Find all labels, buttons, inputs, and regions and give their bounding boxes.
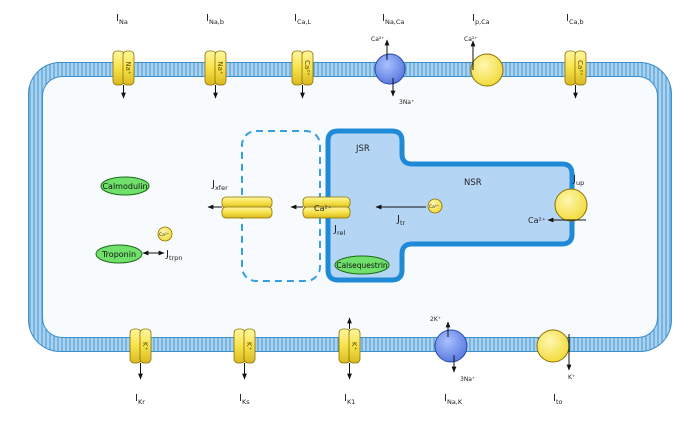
jrel-ca-ion: Ca²⁺ (314, 204, 332, 213)
calmodulin-buffer: Calmodulin (100, 176, 150, 196)
ik1-label: IK1 (344, 393, 355, 406)
ik1-channel[interactable]: K⁺ (338, 317, 361, 380)
jup-label: Jup (572, 174, 584, 187)
sarcoplasmic-reticulum (325, 128, 575, 283)
ipca-label: Ip,Ca (472, 13, 490, 26)
iks-ion-label: K⁺ (245, 342, 253, 351)
nsr-ca-ion-bubble (427, 198, 443, 214)
ito-k-ion: K⁺ (568, 374, 575, 381)
jxfer-channel[interactable] (207, 196, 273, 219)
calsequestrin-label: Calsequestrin (336, 261, 388, 270)
inaca-label: INa,Ca (382, 13, 404, 26)
ipca-ca-ion: Ca²⁺ (464, 36, 477, 43)
inaca-exchanger[interactable] (374, 39, 406, 97)
jup-ca-ion: Ca²⁺ (528, 216, 546, 225)
calmodulin-label: Calmodulin (102, 182, 147, 191)
inak-na-ion: 3Na⁺ (460, 376, 475, 383)
trpn-ca-ion-bubble (157, 226, 173, 242)
inab-channel[interactable]: Na⁺ (204, 50, 227, 99)
ito-label: Ito (553, 393, 563, 406)
jrel-channel[interactable] (290, 196, 351, 219)
nsr-ca-ion: Ca²⁺ (429, 204, 440, 210)
jrel-label: Jrel (333, 224, 345, 237)
ina-ion-label: Na⁺ (124, 61, 132, 75)
inab-ion-label: Na⁺ (216, 61, 224, 75)
iks-label: IKs (239, 393, 250, 406)
jtr-label: Jtr (396, 214, 406, 227)
inaca-ca-ion: Ca²⁺ (371, 36, 384, 43)
jxfer-label: Jxfer (211, 179, 228, 192)
inak-label: INa,K (444, 393, 463, 406)
ical-channel[interactable]: Ca²⁺ (291, 50, 314, 99)
inaca-na-ion: 3Na⁺ (399, 99, 414, 106)
jsr-label: JSR (355, 144, 370, 154)
iks-channel[interactable]: K⁺ (233, 328, 256, 380)
inak-k-ion: 2K⁺ (430, 316, 441, 323)
ical-label: ICa,L (294, 13, 312, 26)
troponin-label: Troponin (101, 250, 136, 259)
ina-channel[interactable]: Na⁺ (112, 50, 135, 99)
jtrpn-label: Jtrpn (165, 249, 182, 262)
calsequestrin-buffer: Calsequestrin (334, 255, 390, 275)
nsr-label: NSR (464, 178, 482, 188)
jup-pump[interactable] (547, 188, 588, 223)
troponin-buffer: Troponin (95, 244, 143, 264)
icab-channel[interactable]: Ca²⁺ (564, 50, 587, 99)
ikr-label: IKr (135, 393, 145, 406)
ik1-ion-label: K⁺ (350, 342, 358, 351)
icab-label: ICa,b (566, 13, 584, 26)
ikr-ion-label: K⁺ (141, 342, 149, 351)
inak-pump[interactable] (434, 321, 468, 373)
ina-label: INa (116, 13, 128, 26)
icab-ion-label: Ca²⁺ (576, 60, 584, 76)
ical-ion-label: Ca²⁺ (303, 60, 311, 76)
ikr-channel[interactable]: K⁺ (129, 328, 152, 380)
ipca-pump[interactable] (470, 40, 504, 87)
trpn-ca-ion: Ca²⁺ (159, 232, 170, 238)
ito-channel[interactable] (536, 329, 572, 371)
inab-label: INa,b (206, 13, 224, 26)
